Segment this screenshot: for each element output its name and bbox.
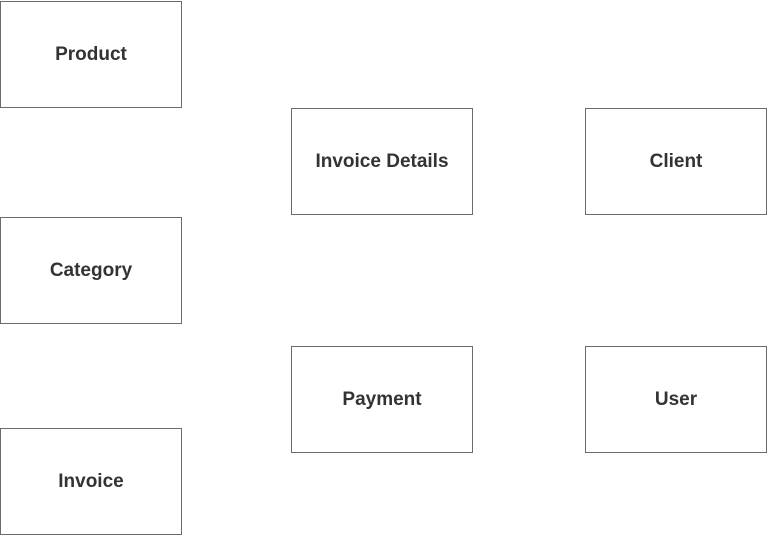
entity-category-label: Category	[49, 259, 133, 281]
entity-client-label: Client	[649, 150, 703, 172]
entity-payment[interactable]: Payment	[291, 346, 473, 453]
entity-invoice[interactable]: Invoice	[0, 428, 182, 535]
entity-client[interactable]: Client	[585, 108, 767, 215]
entity-user-label: User	[654, 388, 698, 410]
entity-user[interactable]: User	[585, 346, 767, 453]
entity-category[interactable]: Category	[0, 217, 182, 324]
entity-product[interactable]: Product	[0, 1, 182, 108]
entity-product-label: Product	[55, 43, 127, 65]
entity-invoice-label: Invoice	[58, 470, 124, 492]
entity-invoice-details-label: Invoice Details	[315, 150, 449, 172]
entity-payment-label: Payment	[342, 388, 422, 410]
entity-invoice-details[interactable]: Invoice Details	[291, 108, 473, 215]
